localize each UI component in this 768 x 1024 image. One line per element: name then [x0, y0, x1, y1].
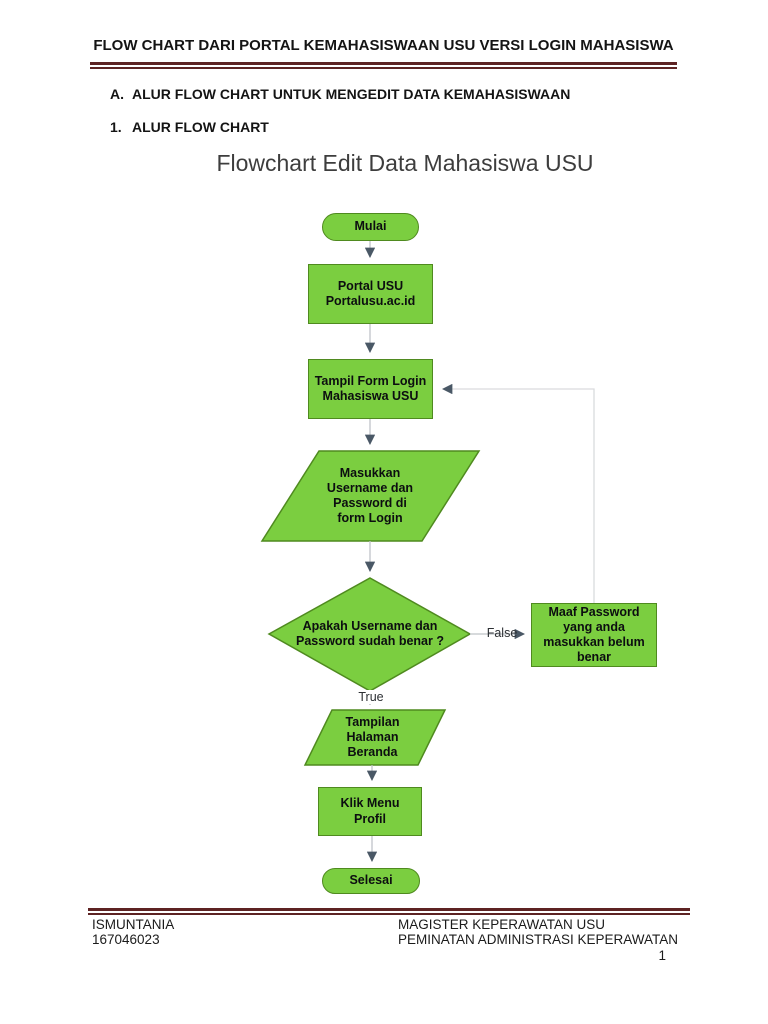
- heading-a-text: ALUR FLOW CHART UNTUK MENGEDIT DATA KEMA…: [132, 86, 571, 102]
- header-rule: [90, 62, 677, 69]
- node-klik-menu-profil: Klik Menu Profil: [318, 787, 422, 836]
- heading-1: 1. ALUR FLOW CHART: [110, 119, 269, 135]
- node-tampil-form-login: Tampil Form Login Mahasiswa USU: [308, 359, 433, 419]
- heading-1-text: ALUR FLOW CHART: [132, 119, 269, 135]
- flowchart-title: Flowchart Edit Data Mahasiswa USU: [216, 150, 594, 176]
- page-number: 1: [658, 948, 666, 963]
- node-portal-usu: Portal USU Portalusu.ac.id: [308, 264, 433, 324]
- node-selesai: Selesai: [322, 868, 420, 894]
- edge-label-false: False: [486, 626, 518, 640]
- heading-1-label: 1.: [110, 119, 122, 135]
- node-mulai: Mulai: [322, 213, 419, 241]
- node-maaf-password: Maaf Password yang anda masukkan belum b…: [531, 603, 657, 667]
- edge-label-true: True: [344, 690, 398, 704]
- heading-a: A. ALUR FLOW CHART UNTUK MENGEDIT DATA KE…: [110, 86, 570, 102]
- node-decision: Apakah Username dan Password sudah benar…: [296, 618, 444, 648]
- document-title: FLOW CHART DARI PORTAL KEMAHASISWAAN USU…: [93, 37, 674, 54]
- node-masukkan-username: Masukkan Username dan Password di form L…: [326, 465, 414, 526]
- arrow-loop-maaf-tampil: [441, 383, 595, 603]
- node-tampilan-beranda: Tampilan Halaman Beranda: [345, 714, 400, 760]
- heading-a-label: A.: [110, 86, 124, 102]
- footer-rule: [88, 908, 690, 915]
- footer-author: ISMUNTANIA 167046023: [92, 917, 175, 948]
- footer-program: MAGISTER KEPERAWATAN USU PEMINATAN ADMIN…: [398, 917, 679, 948]
